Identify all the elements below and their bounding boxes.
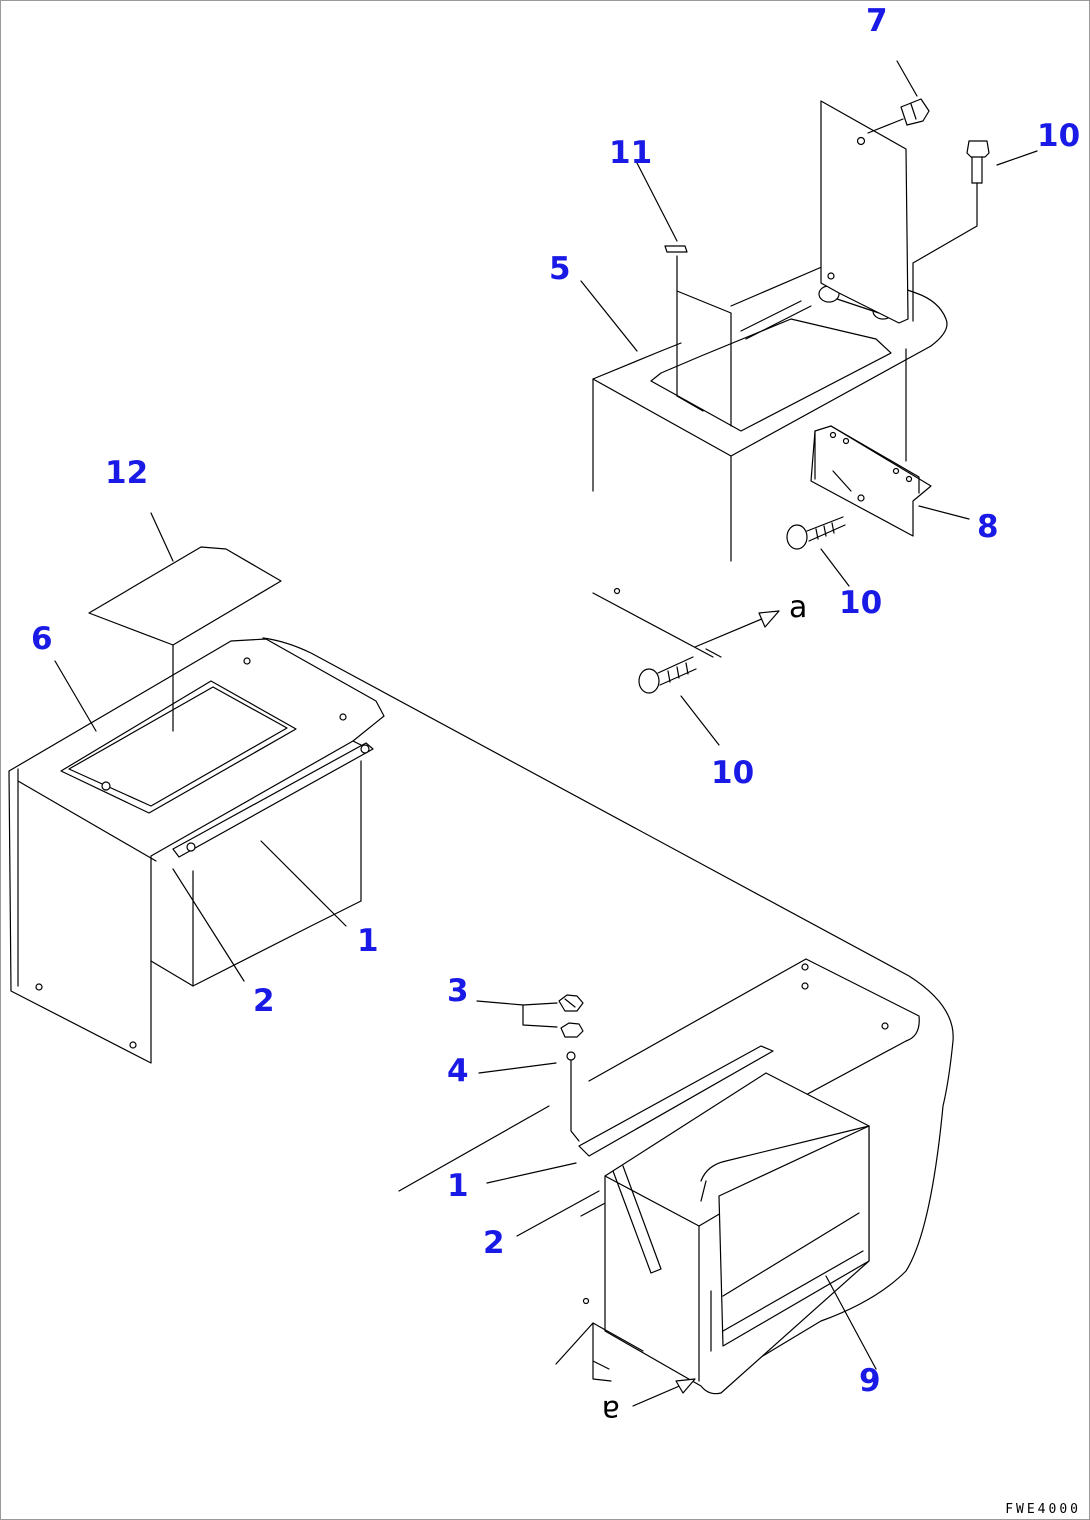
view-marker-a-lower: a xyxy=(602,1393,620,1428)
drawing-code: FWE4000 xyxy=(1005,1502,1081,1517)
cover-plate-7 xyxy=(820,100,909,324)
callout-10-bracket: 10 xyxy=(839,585,882,621)
lower-left-leaders xyxy=(54,512,347,982)
top-cover-outline xyxy=(262,637,954,1382)
callout-12: 12 xyxy=(105,455,148,491)
callout-10-top: 10 xyxy=(1037,118,1080,154)
callout-2-right: 2 xyxy=(483,1225,505,1261)
lower-right-box-9 xyxy=(604,1072,870,1395)
callout-11: 11 xyxy=(609,135,652,171)
lower-right-leaders xyxy=(476,1000,877,1370)
callout-labels: 7 10 11 5 12 8 10 6 10 1 2 3 4 1 2 9 xyxy=(31,3,1080,1399)
callout-3: 3 xyxy=(447,973,469,1009)
bolt-10-lower xyxy=(638,656,697,694)
bar-1-left xyxy=(172,742,374,858)
nut-washer-3 xyxy=(558,994,584,1142)
callout-4: 4 xyxy=(447,1053,469,1089)
callout-1-left: 1 xyxy=(357,923,379,959)
callout-7: 7 xyxy=(866,3,888,39)
bar-1-right xyxy=(578,1045,774,1157)
washer-11 xyxy=(664,245,688,253)
bolt-10-top xyxy=(966,140,990,184)
bracket-8 xyxy=(810,425,932,537)
callout-2-left: 2 xyxy=(253,983,275,1019)
view-markers: a a xyxy=(602,590,808,1428)
lower-bracket xyxy=(555,1297,696,1407)
callout-6: 6 xyxy=(31,621,53,657)
sub-plate-12 xyxy=(88,546,282,732)
callout-9: 9 xyxy=(859,1363,881,1399)
upper-leader-lines xyxy=(580,60,1038,746)
callout-1-right: 1 xyxy=(447,1168,469,1204)
callout-8: 8 xyxy=(977,509,999,545)
bolt-10-bracket xyxy=(786,516,846,550)
callout-10-lower: 10 xyxy=(711,755,754,791)
view-marker-a-upper: a xyxy=(789,590,807,625)
bolt-7 xyxy=(867,98,930,134)
callout-5: 5 xyxy=(549,251,571,287)
lower-left-box-6 xyxy=(8,638,385,1064)
bracket-11 xyxy=(676,290,732,427)
